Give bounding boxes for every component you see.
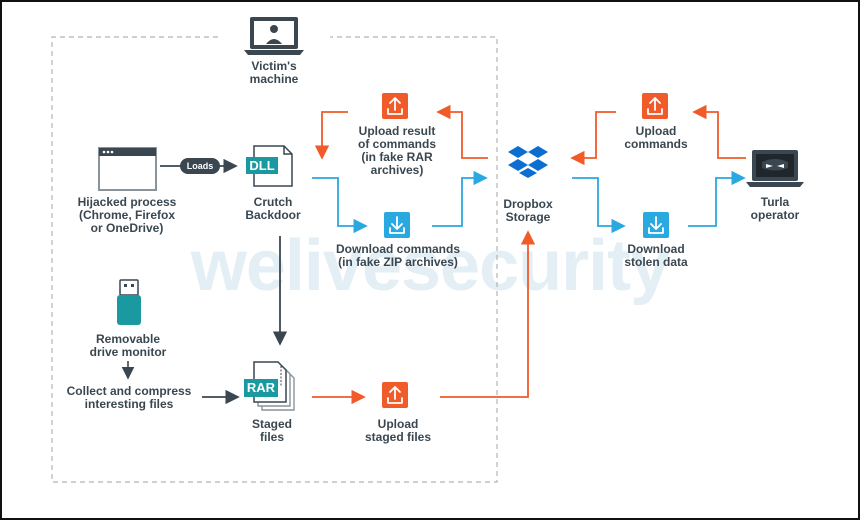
upload-result-arrow: [436, 104, 488, 159]
dll-label: DLL: [249, 158, 275, 173]
download-commands-arrow: [312, 177, 368, 234]
victim-boundary: [51, 36, 498, 483]
download-commands-label: Download commands (in fake ZIP archives): [335, 242, 461, 269]
upload-commands-arrow: [692, 104, 746, 159]
download-stolen-icon: [643, 212, 669, 238]
victim-machine-title: Victim's machine: [249, 59, 299, 86]
upload-staged-to-dropbox-arrow: [440, 230, 536, 398]
upload-result-icon: [382, 93, 408, 119]
loads-label: Loads: [186, 161, 214, 171]
dll-file-icon: [246, 145, 293, 187]
removable-drive-label: Removable drive monitor: [89, 332, 167, 359]
download-stolen-arrow-tail: [688, 170, 746, 227]
dropbox-storage-label: Dropbox Storage: [503, 197, 553, 224]
rar-label: RAR: [246, 380, 276, 395]
download-stolen-arrow: [572, 177, 626, 234]
upload-commands-label: Upload commands: [624, 124, 688, 151]
usb-drive-icon: [117, 279, 141, 325]
watermark: welivesecurity: [190, 226, 670, 306]
turla-laptop-icon: [746, 150, 804, 187]
upload-staged-label: Upload staged files: [364, 417, 432, 444]
staged-files-label: Staged files: [251, 417, 293, 444]
upload-result-arrow-tail: [314, 111, 348, 160]
download-stolen-label: Download stolen data: [624, 242, 688, 269]
upload-result-label: Upload result of commands (in fake RAR a…: [357, 124, 437, 177]
turla-operator-label: Turla operator: [750, 195, 800, 222]
rar-archive-icon: [244, 361, 295, 411]
hijacked-process-label: Hijacked process (Chrome, Firefox or One…: [77, 195, 177, 235]
crutch-backdoor-label: Crutch Backdoor: [245, 195, 301, 222]
dropbox-logo-icon: [508, 146, 548, 178]
browser-window-icon: [98, 147, 157, 191]
upload-commands-icon: [642, 93, 668, 119]
loads-pill: [180, 158, 220, 174]
upload-commands-arrow-tail: [570, 111, 616, 166]
collect-compress-label: Collect and compress interesting files: [66, 384, 192, 411]
download-commands-arrow-tail: [432, 170, 488, 227]
upload-staged-icon: [382, 382, 408, 408]
download-commands-icon: [384, 212, 410, 238]
victim-laptop-icon: [244, 17, 304, 55]
